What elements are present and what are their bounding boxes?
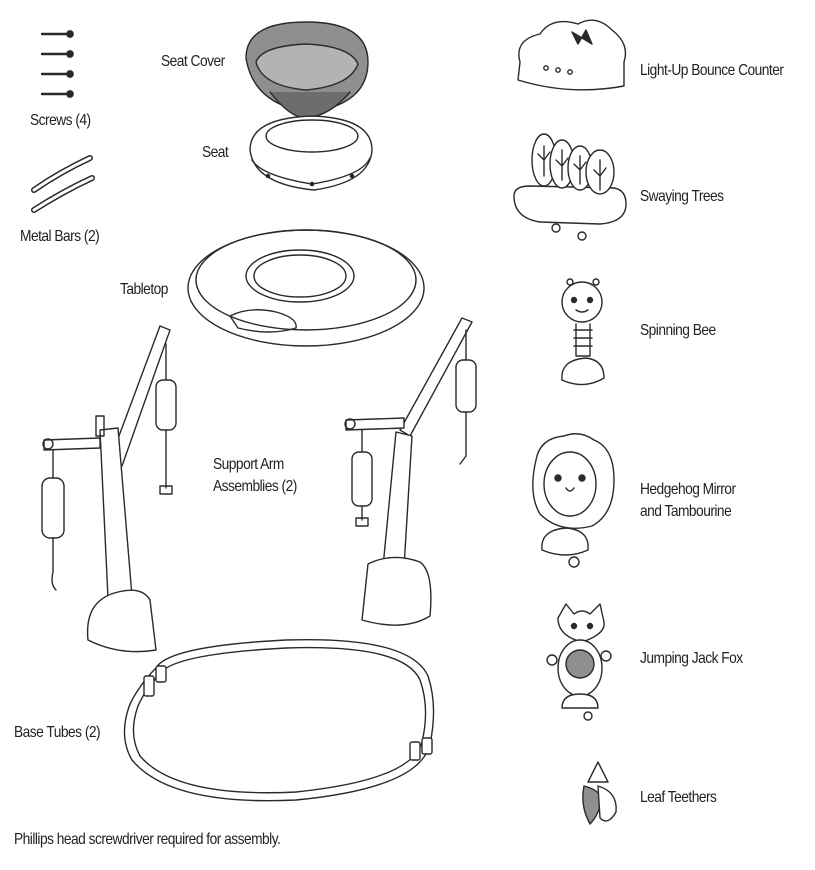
metal-bars-label: Metal Bars (2) bbox=[20, 228, 100, 245]
spinning-bee-illustration bbox=[561, 278, 605, 386]
spinning-bee-label: Spinning Bee bbox=[640, 322, 716, 339]
base-tubes-label: Base Tubes (2) bbox=[14, 724, 101, 741]
seat-illustration bbox=[249, 115, 373, 191]
seat-label: Seat bbox=[202, 144, 229, 161]
support-arms-label-line2: Assemblies (2) bbox=[213, 478, 297, 495]
tabletop-illustration bbox=[187, 229, 425, 347]
leaf-teethers-label: Leaf Teethers bbox=[640, 789, 717, 806]
leaf-teethers-illustration bbox=[582, 761, 617, 825]
hedgehog-label-line1: Hedgehog Mirror bbox=[640, 481, 736, 498]
swaying-trees-label: Swaying Trees bbox=[640, 188, 724, 205]
tabletop-label: Tabletop bbox=[120, 281, 168, 298]
bounce-counter-illustration bbox=[517, 19, 627, 91]
support-arm-left-illustration bbox=[41, 325, 177, 653]
swaying-trees-illustration bbox=[513, 133, 627, 241]
footer-note: Phillips head screwdriver required for a… bbox=[14, 831, 281, 848]
screws-illustration bbox=[40, 30, 74, 98]
jumping-fox-label: Jumping Jack Fox bbox=[640, 650, 743, 667]
support-arm-right-illustration bbox=[344, 317, 477, 626]
support-arms-label-line1: Support Arm bbox=[213, 456, 284, 473]
bounce-counter-label: Light-Up Bounce Counter bbox=[640, 62, 784, 79]
seat-cover-illustration bbox=[245, 21, 369, 119]
seat-cover-label: Seat Cover bbox=[161, 53, 225, 70]
metal-bars-illustration bbox=[31, 155, 95, 213]
base-tubes-illustration bbox=[123, 638, 435, 802]
screws-label: Screws (4) bbox=[30, 112, 91, 129]
jumping-fox-illustration bbox=[546, 603, 612, 721]
hedgehog-mirror-illustration bbox=[532, 433, 615, 568]
hedgehog-label-line2: and Tambourine bbox=[640, 503, 732, 520]
